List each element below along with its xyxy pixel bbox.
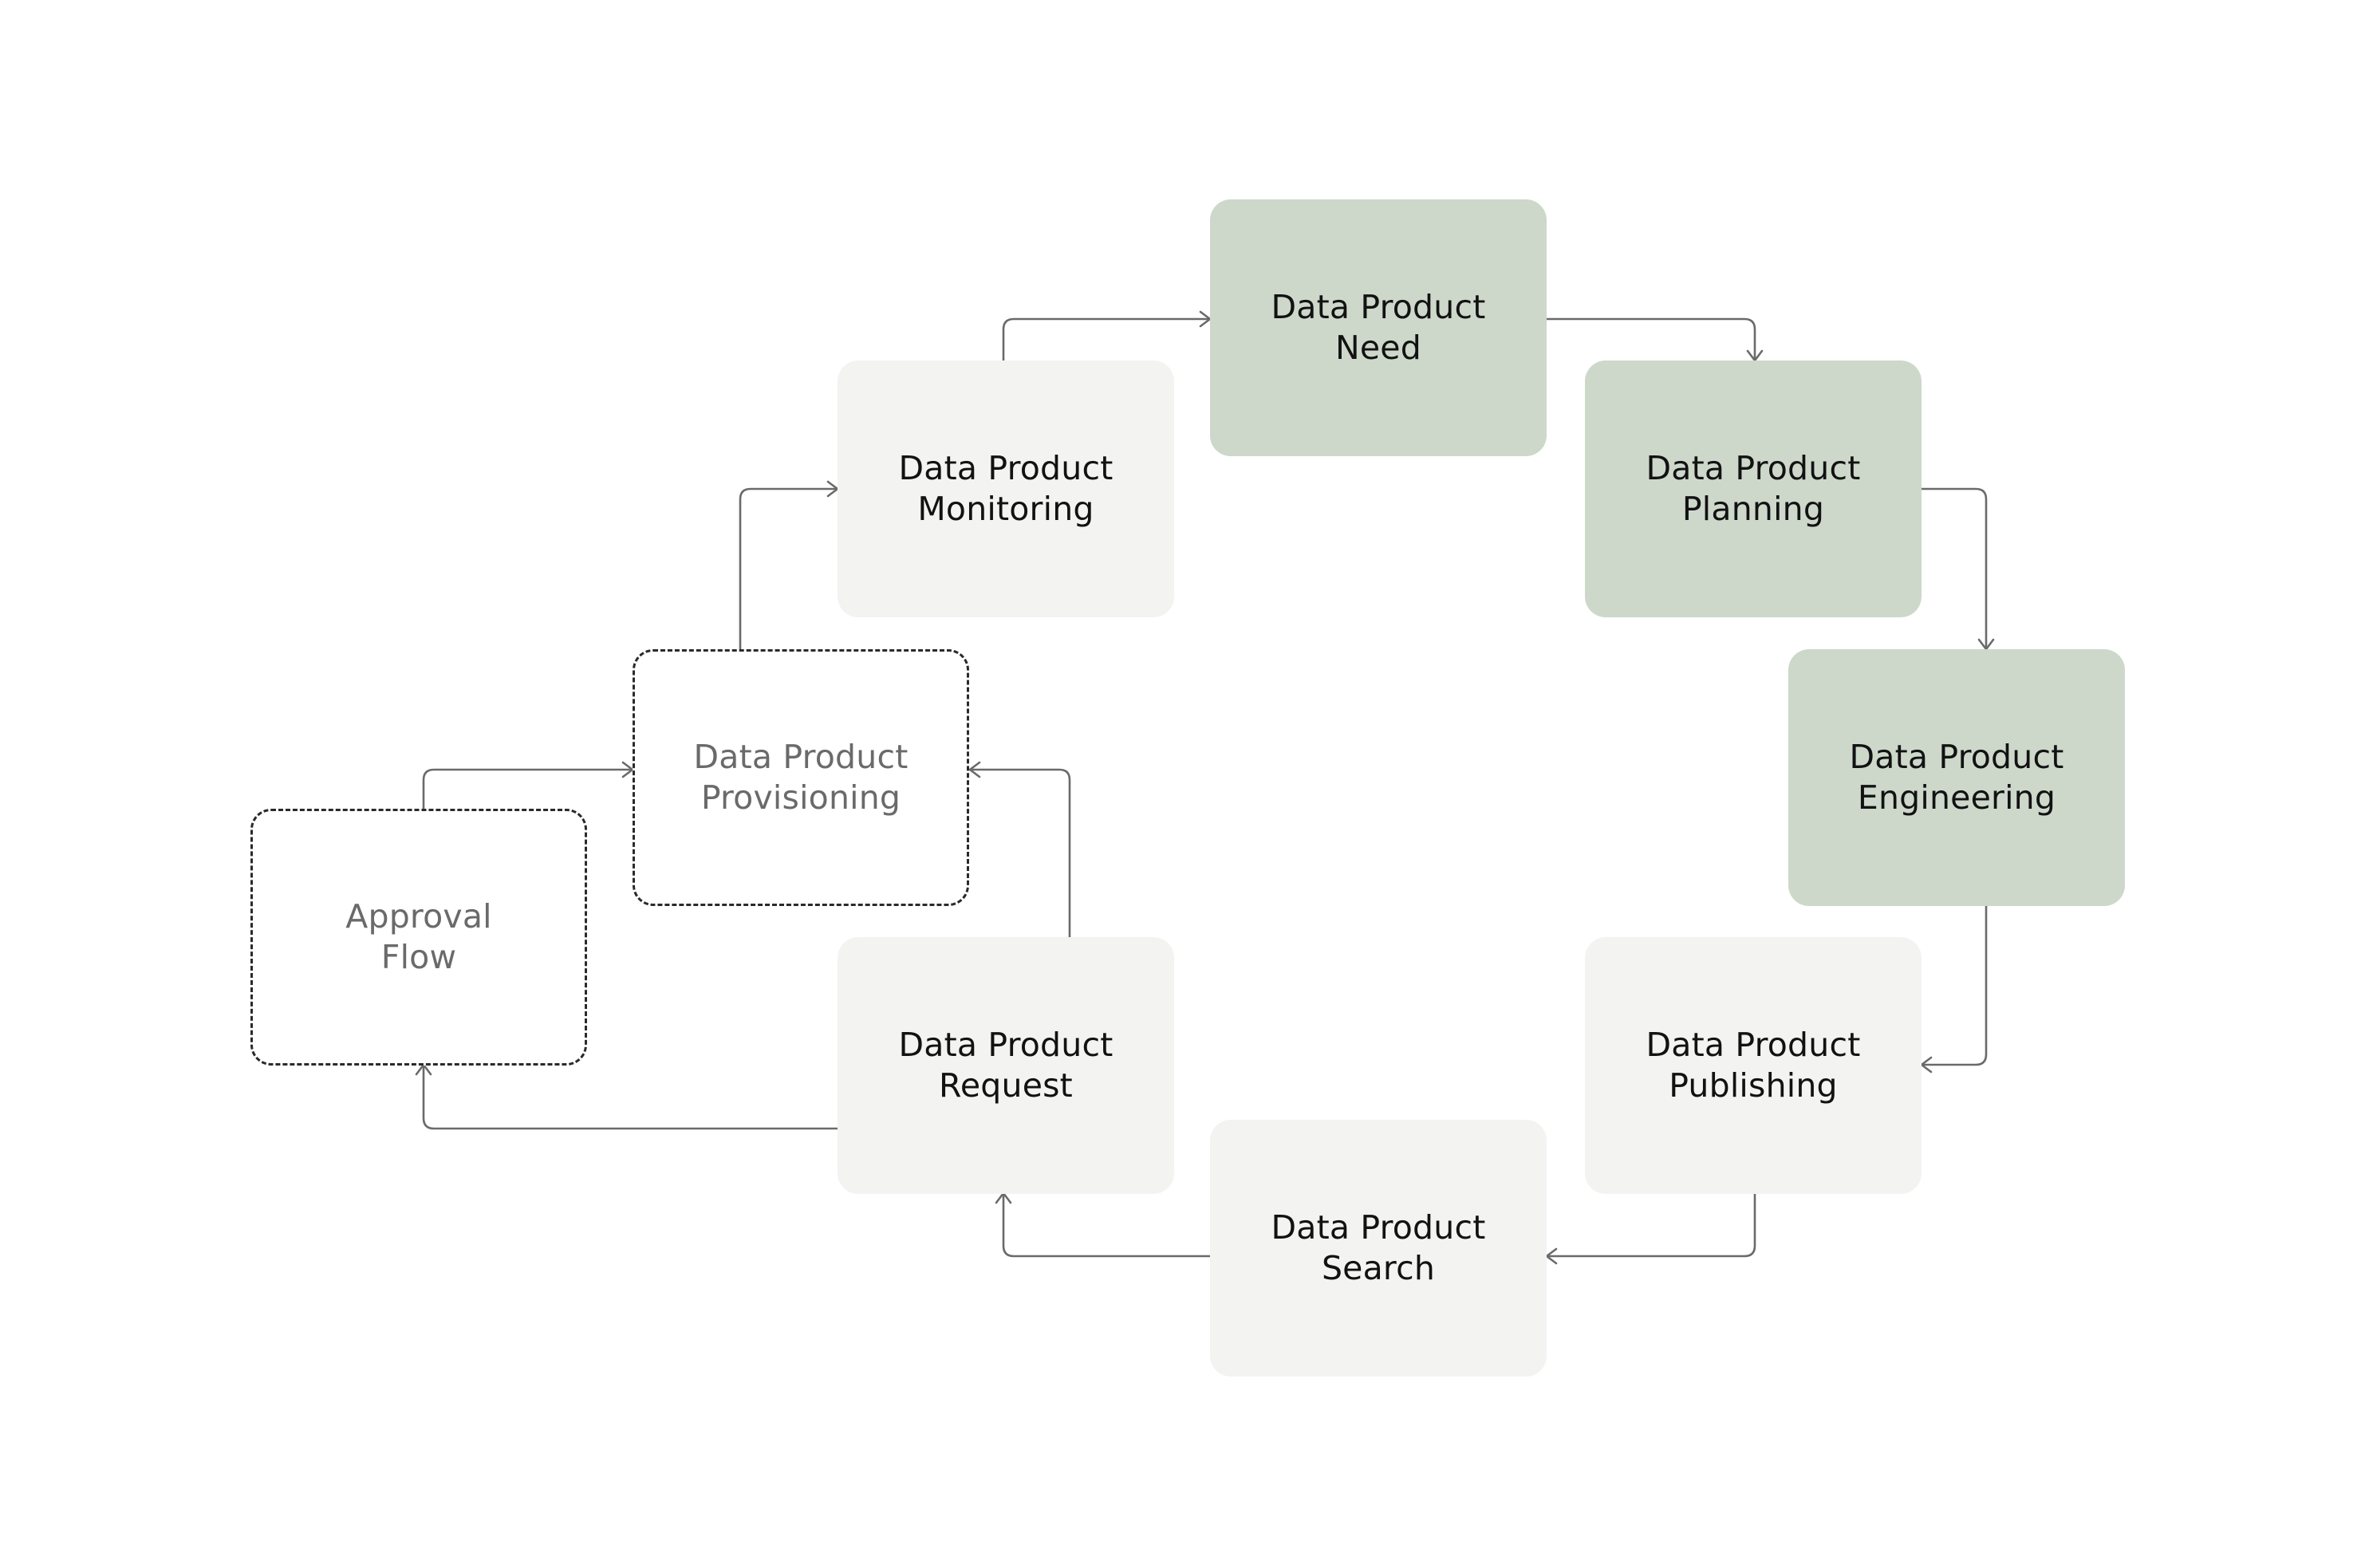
node-data-product-planning: Data Product Planning <box>1585 360 1922 617</box>
edge-monitoring-to-need <box>1002 317 1212 362</box>
node-label-line1: Data Product <box>1646 449 1861 487</box>
node-label-line1: Approval <box>345 897 492 936</box>
node-label-line2: Publishing <box>1669 1066 1838 1105</box>
edge-search-to-request <box>1002 1192 1212 1258</box>
node-label-line2: Provisioning <box>700 778 901 817</box>
edge-planning-to-engineering <box>1920 487 1988 651</box>
node-data-product-monitoring: Data Product Monitoring <box>838 360 1174 617</box>
edge-request-to-provisioning-arrowhead <box>968 761 981 778</box>
node-data-product-publishing: Data Product Publishing <box>1585 937 1922 1194</box>
node-label-line1: Data Product <box>898 1026 1114 1064</box>
edge-need-to-planning <box>1545 317 1756 362</box>
edge-request-to-provisioning <box>968 768 1071 939</box>
node-label: Data Product Provisioning <box>693 737 908 818</box>
node-label: Data Product Request <box>898 1025 1113 1106</box>
edge-provisioning-to-monitoring <box>739 487 839 651</box>
edge-publishing-to-search <box>1545 1192 1756 1258</box>
node-label-line2: Engineering <box>1857 778 2056 817</box>
node-approval-flow: Approval Flow <box>250 809 587 1066</box>
node-data-product-search: Data Product Search <box>1210 1120 1547 1377</box>
node-label: Approval Flow <box>345 896 492 978</box>
node-label-line1: Data Product <box>693 738 909 776</box>
edge-engineering-to-publishing-arrowhead <box>1920 1056 1933 1074</box>
node-label-line1: Data Product <box>898 449 1114 487</box>
node-label-line1: Data Product <box>1849 738 2064 776</box>
node-label: Data Product Engineering <box>1849 737 2064 818</box>
node-data-product-engineering: Data Product Engineering <box>1788 649 2125 906</box>
node-label-line2: Planning <box>1681 490 1825 528</box>
node-label: Data Product Need <box>1271 287 1485 368</box>
node-label: Data Product Planning <box>1646 448 1860 530</box>
node-data-product-need: Data Product Need <box>1210 199 1547 456</box>
node-label-line1: Data Product <box>1271 288 1486 326</box>
node-label-line1: Data Product <box>1646 1026 1861 1064</box>
node-label-line2: Flow <box>380 938 457 976</box>
node-data-product-request: Data Product Request <box>838 937 1174 1194</box>
edge-engineering-to-publishing <box>1920 904 1988 1066</box>
edge-request-to-approval <box>422 1063 839 1130</box>
edge-publishing-to-search-arrowhead <box>1545 1247 1558 1265</box>
node-label: Data Product Monitoring <box>898 448 1113 530</box>
node-label: Data Product Publishing <box>1646 1025 1860 1106</box>
node-label-line1: Data Product <box>1271 1208 1486 1247</box>
node-label-line2: Need <box>1335 329 1421 367</box>
node-label: Data Product Search <box>1271 1208 1485 1289</box>
node-label-line2: Search <box>1321 1249 1436 1287</box>
node-data-product-provisioning: Data Product Provisioning <box>633 649 969 906</box>
edge-approval-to-provisioning <box>422 768 634 810</box>
node-label-line2: Request <box>939 1066 1073 1105</box>
node-label-line2: Monitoring <box>917 490 1094 528</box>
